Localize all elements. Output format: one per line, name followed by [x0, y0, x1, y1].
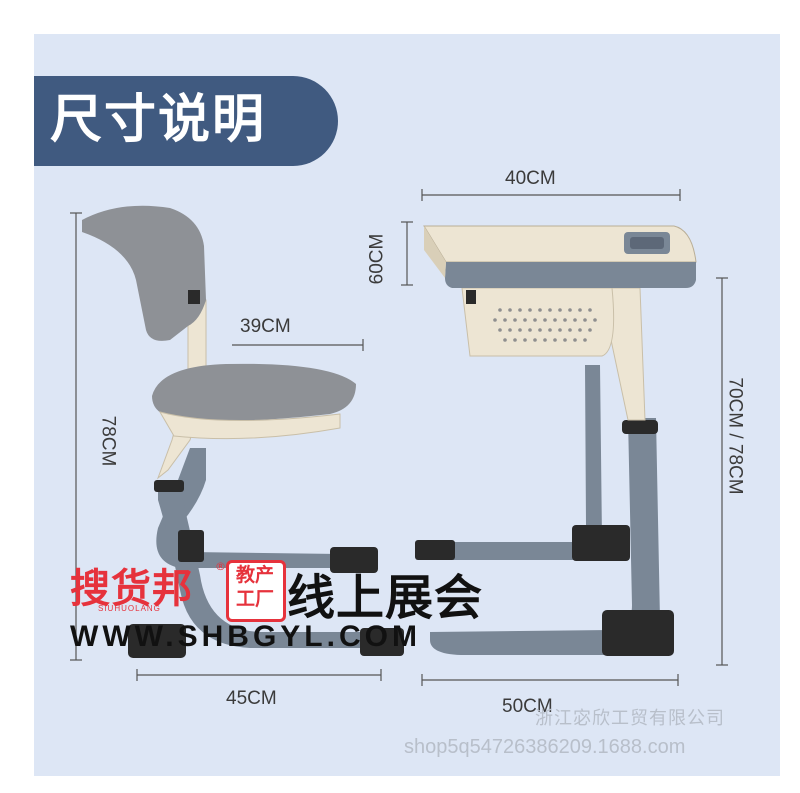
brand-subtitle: SIUHUOLANG	[98, 604, 161, 613]
chair-seat-label: 39CM	[240, 316, 291, 337]
watermark-shop: shop5q54726386209.1688.com	[404, 736, 686, 758]
expo-title: 线上展会	[287, 570, 484, 626]
chair-height-label: 78CM	[97, 415, 119, 467]
factory-badge	[226, 560, 286, 622]
watermark-company: 浙江宓欣工贸有限公司	[535, 708, 725, 729]
title-badge	[34, 76, 338, 166]
registered-mark: ®	[215, 560, 226, 573]
desk-width-label: 40CM	[505, 168, 556, 189]
desk-height-label: 70CM / 78CM	[724, 377, 746, 495]
desk	[415, 225, 697, 656]
chair-base-label: 45CM	[226, 688, 277, 709]
desk-base-label: 50CM	[502, 696, 553, 717]
brand-logo: 搜货邦	[70, 566, 193, 612]
site-url: WWW.SHBGYL.COM	[70, 620, 421, 653]
chair	[82, 205, 404, 658]
desk-depth-label: 60CM	[366, 233, 388, 285]
page-title: 尺寸说明	[50, 90, 267, 150]
dimension-lines	[70, 189, 728, 686]
factory-badge-text: 教产工厂	[235, 564, 274, 610]
